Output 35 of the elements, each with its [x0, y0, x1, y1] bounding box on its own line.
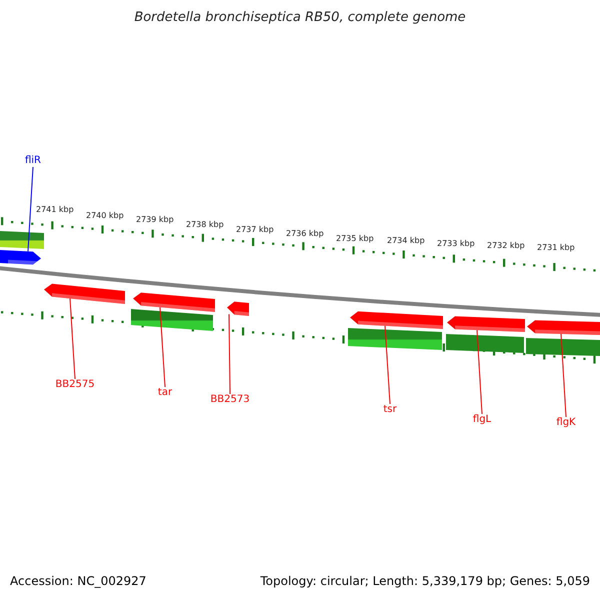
scale-label: 2737 kbp — [236, 226, 274, 234]
gene-feature — [447, 316, 525, 332]
scale-label: 2735 kbp — [336, 235, 374, 243]
gene-feature — [0, 250, 41, 265]
scale-label: 2741 kbp — [36, 206, 74, 214]
scale-label: 2740 kbp — [86, 212, 124, 220]
gene-label: tsr — [383, 405, 397, 415]
scale-label: 2732 kbp — [487, 242, 525, 250]
gene-feature — [527, 320, 600, 335]
leader-line — [228, 314, 230, 394]
scale-label: 2738 kbp — [186, 221, 224, 229]
leader-line — [28, 166, 34, 252]
leader-line — [476, 330, 482, 414]
scale-label: 2736 kbp — [286, 230, 324, 238]
scale-label: 2733 kbp — [437, 240, 475, 248]
scale-label: 2731 kbp — [537, 244, 575, 252]
leader-line — [160, 306, 166, 388]
gene-label: fliR — [24, 156, 42, 166]
gene-label: tar — [158, 388, 172, 398]
gene-feature — [350, 311, 443, 329]
leader-line — [70, 298, 76, 380]
scale-label: 2739 kbp — [136, 216, 174, 224]
gene-feature — [44, 283, 125, 304]
gene-label: BB2575 — [55, 380, 95, 390]
leader-line — [560, 333, 566, 418]
gene-label: flgL — [472, 415, 492, 425]
genome-info-text: Topology: circular; Length: 5,339,179 bp; Genes: 5,059 — [260, 575, 590, 587]
gene-feature — [227, 301, 249, 316]
leader-line — [384, 325, 390, 404]
accession-text: Accession: NC_002927 — [10, 575, 146, 587]
gene-label: BB2573 — [210, 395, 250, 405]
scale-label: 2734 kbp — [387, 237, 425, 245]
gene-feature — [133, 292, 215, 312]
map-title: Bordetella bronchiseptica RB50, complete genome — [134, 11, 466, 24]
gene-label: flgK — [556, 418, 576, 428]
